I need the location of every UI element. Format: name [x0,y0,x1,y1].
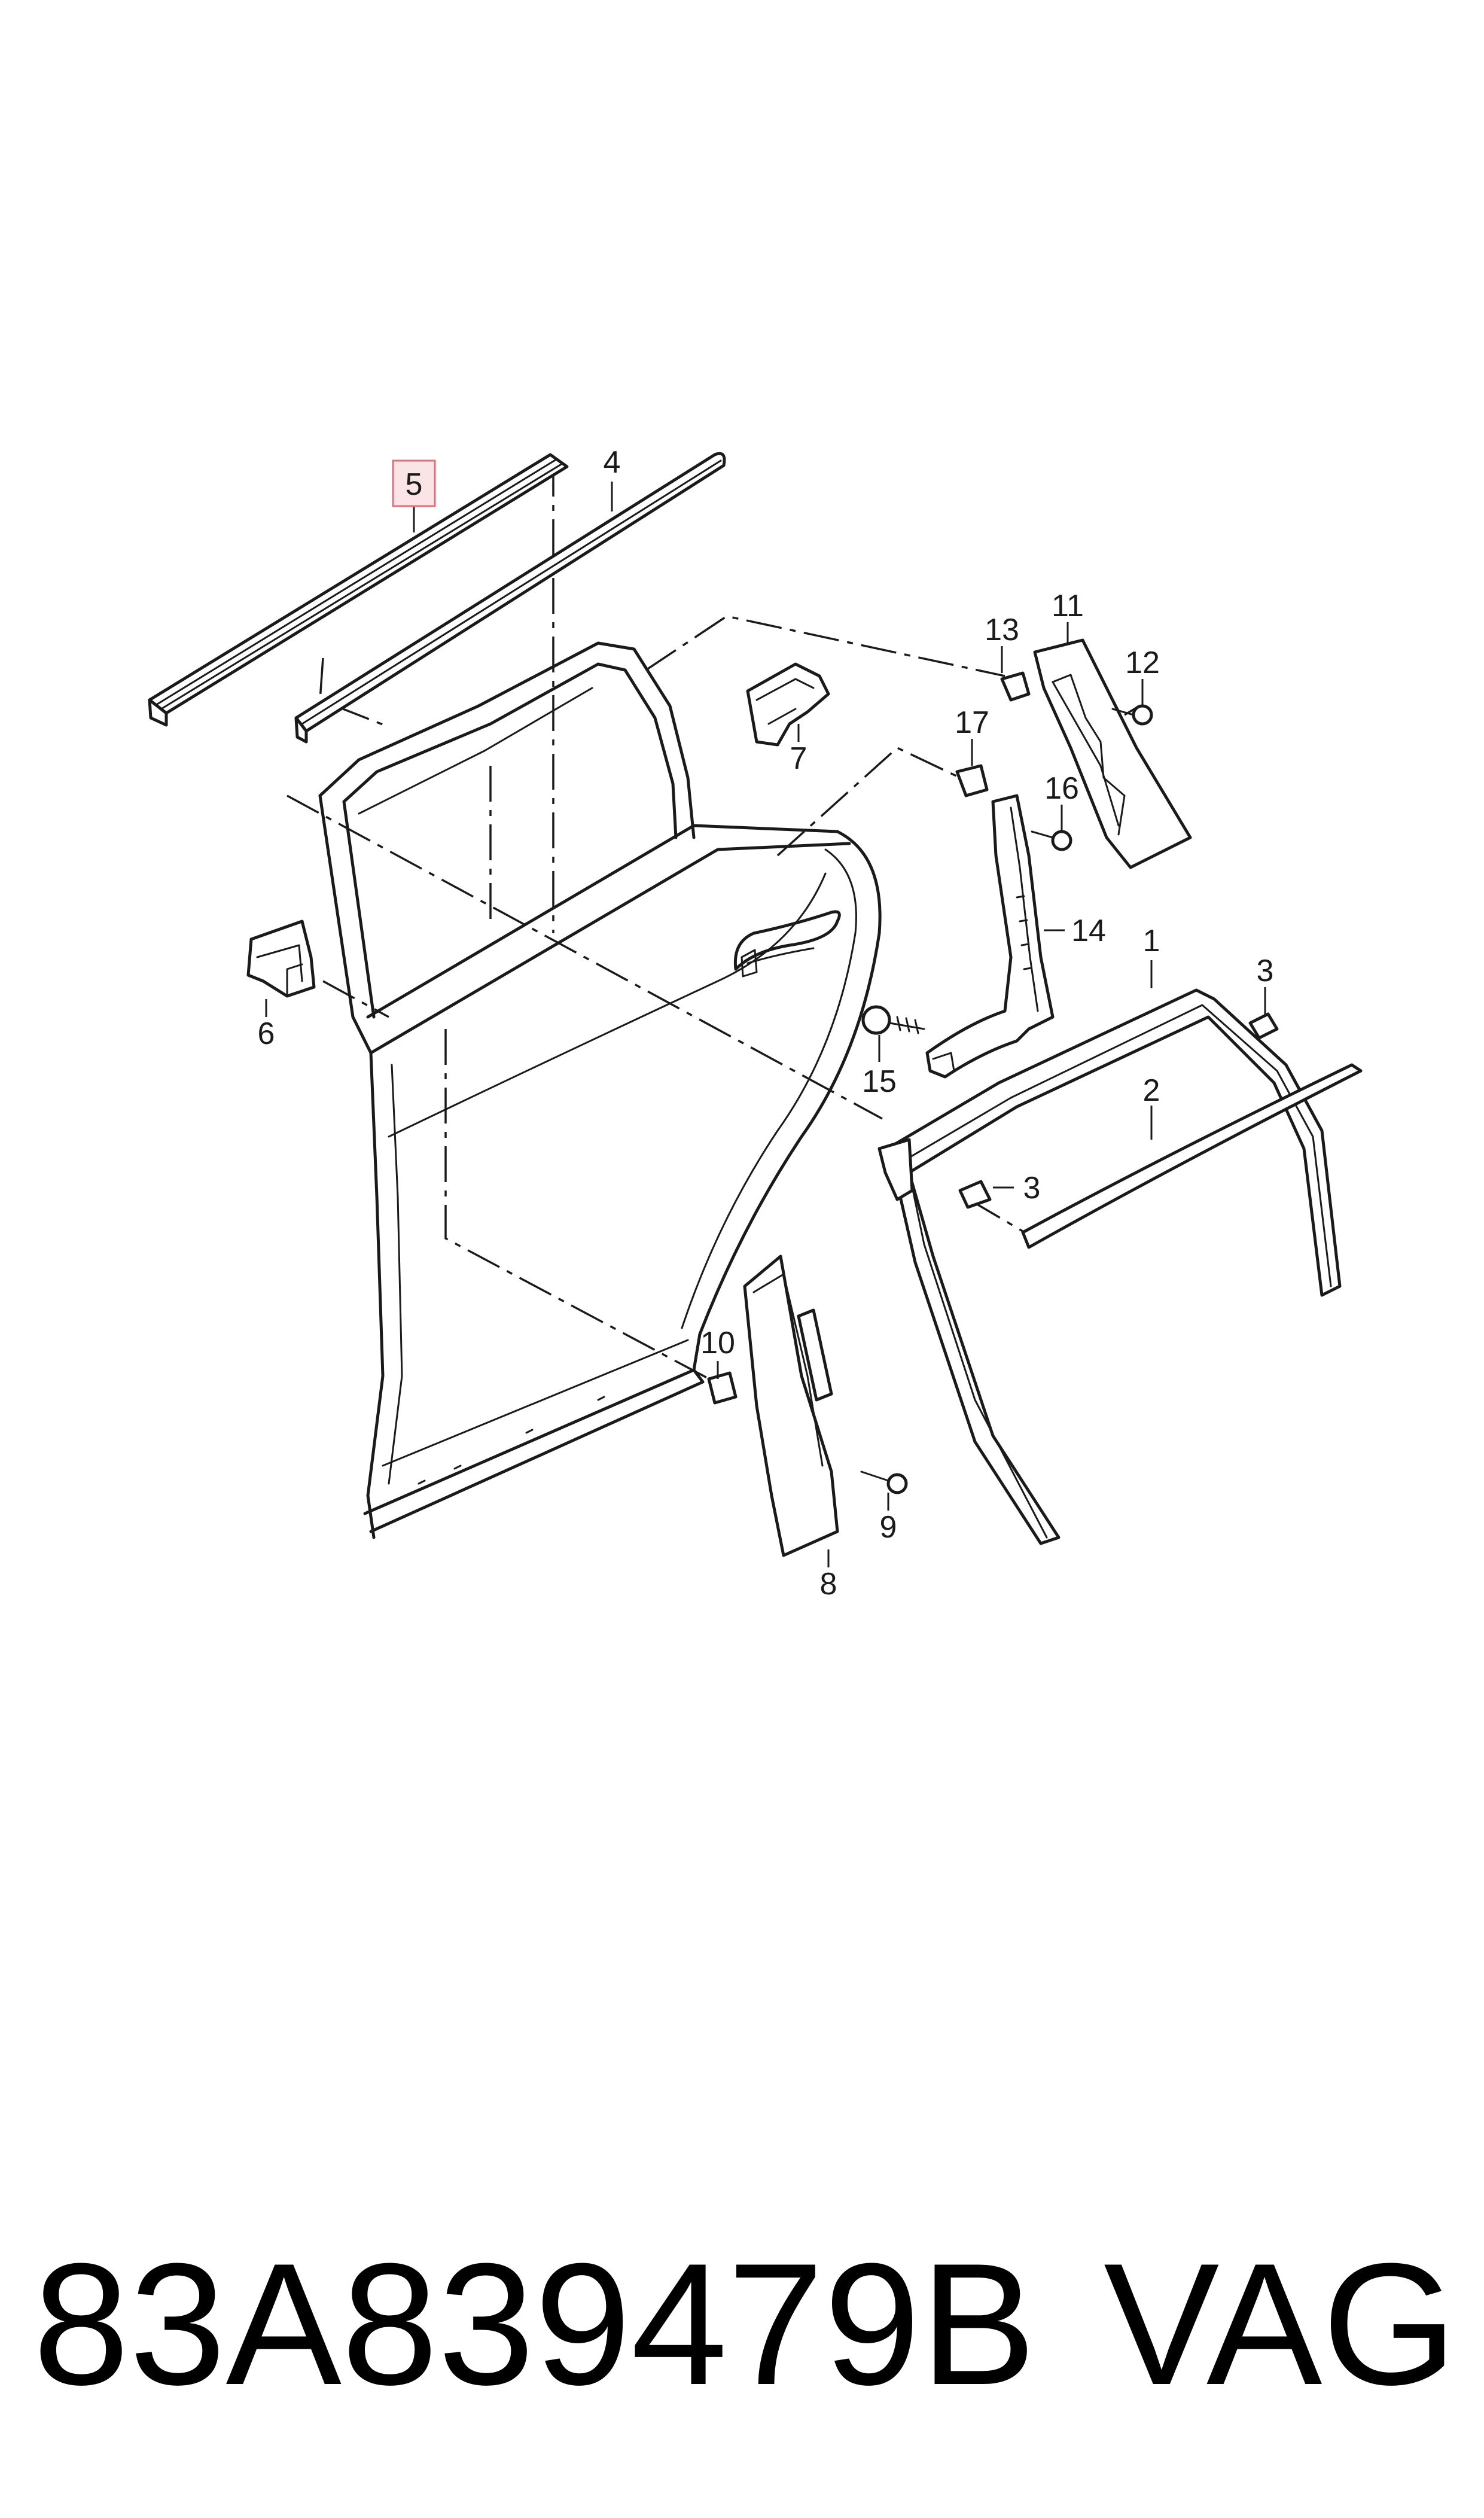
part-5-window-seal [148,453,569,727]
part-10-clip [707,1371,738,1405]
callout-1: 1 [1143,924,1160,958]
part-3-clip-lower [958,1180,992,1209]
part-9-screw [860,1470,908,1494]
leader-lines [265,482,1266,1567]
part-13-clip [1000,671,1031,702]
part-14-trim-strip [925,794,1055,1079]
callout-6: 6 [258,1016,275,1051]
part-number: 83A839479B [33,2227,1037,2421]
brand-label: VAG [1104,2227,1457,2421]
part-3-clip-upper [1248,1012,1279,1040]
callout-11: 11 [1052,589,1084,623]
callout-2: 2 [1143,1073,1160,1108]
part-6-bracket [246,919,316,998]
part-2-seal-strip [1021,1063,1363,1249]
callout-10: 10 [700,1326,735,1360]
part-17-clip [955,764,989,797]
part-15-screw [861,1005,925,1035]
callout-15: 15 [862,1064,897,1099]
callout-17: 17 [955,705,989,740]
callout-8: 8 [820,1567,837,1601]
callout-4: 4 [604,445,621,480]
part-1-frame-trim [877,988,1342,1545]
part-7-bracket [746,662,830,747]
callout-5-highlight [392,459,436,507]
part-16-screw [1031,830,1072,851]
callout-3-lower: 3 [1023,1171,1041,1205]
callout-9: 9 [880,1510,897,1545]
part-4-window-strip [294,452,726,744]
callout-7: 7 [790,741,807,776]
part-11-trim-cover [1033,638,1192,869]
callout-13: 13 [985,613,1019,647]
callout-labels: 5 4 1 2 3 3 6 7 8 9 10 11 12 13 14 15 16… [258,445,1274,1601]
callout-12: 12 [1125,646,1160,680]
callout-5: 5 [406,467,423,502]
callout-3-upper: 3 [1257,954,1274,988]
part-8-pillar-trim [743,1255,839,1557]
callout-16: 16 [1044,771,1079,806]
callout-14: 14 [1071,914,1106,948]
rear-door-body [318,641,882,1539]
